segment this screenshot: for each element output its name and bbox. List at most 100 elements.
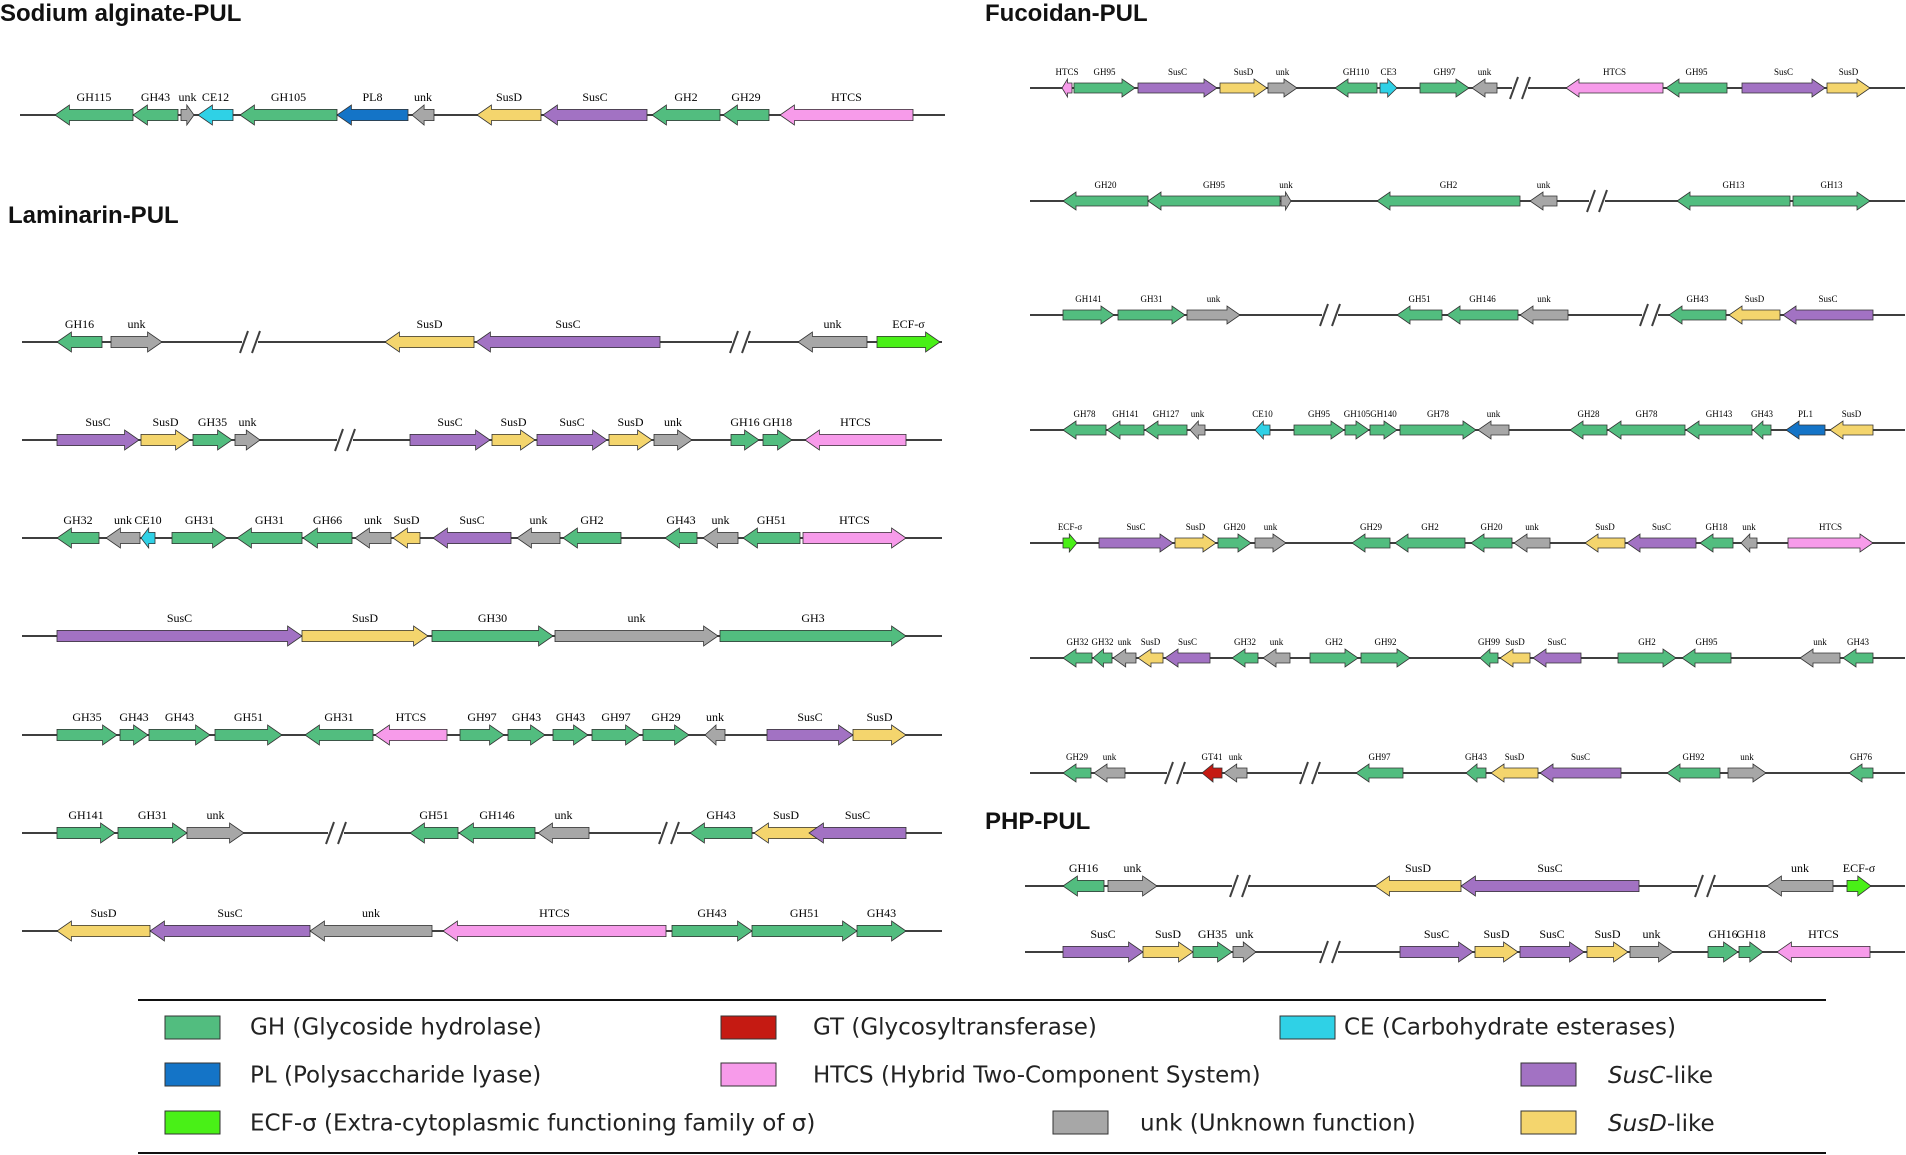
gene-arrow-unk	[1766, 875, 1834, 897]
gene-arrow-gh	[1676, 191, 1791, 211]
gene-label: SusD	[152, 415, 178, 429]
gene-label: GH51	[790, 906, 819, 920]
gene-arrow-susc	[1164, 648, 1211, 668]
gene-arrow-susd	[1586, 941, 1629, 963]
title-fucoidan-pul: Fucoidan-PUL	[985, 0, 1148, 27]
gene-label: unk	[1487, 409, 1501, 419]
gene-label: SusC	[1818, 294, 1837, 304]
gene-label: GH16	[730, 415, 759, 429]
gene-label: unk	[128, 317, 146, 331]
gene-arrow-gh	[1848, 763, 1874, 783]
gene-label: unk	[239, 415, 257, 429]
gene-arrow-gh	[642, 724, 690, 746]
gene-label: GH31	[324, 710, 353, 724]
gene-arrow-susc	[1539, 763, 1622, 783]
legend-label-ce: CE (Carbohydrate esterases)	[1344, 1015, 1676, 1041]
gene-label: GH31	[255, 513, 284, 527]
gene-arrow-gh	[1394, 533, 1466, 553]
gene-arrow-unk	[653, 429, 693, 451]
gene-label: SusD	[773, 808, 799, 822]
gene-label: SusC	[1424, 927, 1449, 941]
gene-arrow-gh	[722, 104, 770, 126]
gene-arrow-susd	[392, 527, 421, 549]
gene-label: GH141	[68, 808, 103, 822]
gene-label: unk	[1191, 409, 1205, 419]
gene-arrow-susd	[476, 104, 542, 126]
gene-arrow-susc	[1782, 305, 1874, 325]
break-slash	[1241, 874, 1251, 898]
gene-label: GH105	[271, 90, 306, 104]
gene-label: GH29	[731, 90, 760, 104]
break-slash	[1319, 303, 1329, 327]
gene-label: GH51	[757, 513, 786, 527]
gene-arrow-gh	[1062, 420, 1107, 440]
gene-label: GH51	[419, 808, 448, 822]
gene-label: SusC	[582, 90, 607, 104]
break-slash	[1586, 189, 1596, 213]
gene-arrow-unk	[309, 920, 433, 942]
gene-label: SusD	[1842, 409, 1862, 419]
gene-label: SusD	[1505, 637, 1525, 647]
gene-arrow-susc	[409, 429, 491, 451]
gene-label: SusC	[797, 710, 822, 724]
gene-label: SusD	[1505, 752, 1525, 762]
gene-label: GH78	[1427, 409, 1449, 419]
gene-arrow-susd	[1829, 420, 1874, 440]
gene-arrow-unk	[1799, 648, 1841, 668]
gene-label: GH32	[63, 513, 92, 527]
gene-label: SusD	[1839, 67, 1859, 77]
gene-label: GH18	[1736, 927, 1765, 941]
break-slash	[1299, 761, 1309, 785]
gene-label: CE10	[1252, 409, 1273, 419]
gene-arrow-unk	[702, 527, 739, 549]
gene-label: SusD	[1745, 294, 1765, 304]
gene-arrow-htcs	[1061, 77, 1073, 99]
gene-label: GH32	[1234, 637, 1256, 647]
gene-label: HTCS	[1819, 522, 1842, 532]
gene-arrow-unk	[1727, 763, 1767, 783]
gene-label: SusC	[1539, 927, 1564, 941]
gene-label: GH115	[77, 90, 112, 104]
break-slash	[1639, 303, 1649, 327]
break-gap	[242, 338, 258, 346]
gene-arrow-gh	[1419, 78, 1470, 98]
gene-label: GH43	[706, 808, 735, 822]
gene-label: unk	[712, 513, 730, 527]
gene-arrow-gh	[856, 920, 907, 942]
gene-label: SusC	[1090, 927, 1115, 941]
gene-label: CE12	[202, 90, 229, 104]
legend-label-ecf: ECF-σ (Extra-cytoplasmic functioning fam…	[250, 1111, 815, 1137]
gene-arrow-ecf	[1062, 532, 1078, 554]
gene-label: unk	[114, 513, 132, 527]
gene-arrow-unk	[537, 822, 590, 844]
gene-arrow-gh	[304, 724, 374, 746]
break-slash	[251, 330, 261, 354]
gene-arrow-susd	[1374, 875, 1462, 897]
gene-arrow-unk	[234, 429, 261, 451]
gene-arrow-htcs	[802, 527, 907, 549]
gene-arrow-gh	[1106, 420, 1145, 440]
gene-arrow-susd	[1584, 533, 1626, 553]
gene-arrow-susc	[1062, 941, 1144, 963]
gene-label: GH97	[1369, 752, 1391, 762]
gene-label: GH16	[1069, 861, 1098, 875]
legend-label-pl: PL (Polysaccharide lyase)	[250, 1063, 541, 1089]
gene-label: GH18	[763, 415, 792, 429]
gene-arrow-gh	[1842, 648, 1874, 668]
gene-label: GH51	[1409, 294, 1431, 304]
legend-swatch-susc	[1520, 1062, 1577, 1087]
gene-label: SusD	[1594, 927, 1620, 941]
gene-arrow-htcs	[804, 429, 907, 451]
break-gap	[1322, 311, 1338, 319]
gene-arrow-gh	[1062, 763, 1092, 783]
gene-label: GH66	[313, 513, 342, 527]
gene-arrow-gh	[1681, 648, 1732, 668]
gene-label: GH13	[1821, 180, 1843, 190]
gene-label: unk	[207, 808, 225, 822]
gene-arrow-susd	[1174, 533, 1217, 553]
break-gap	[1642, 311, 1658, 319]
gene-arrow-gh	[1396, 305, 1443, 325]
